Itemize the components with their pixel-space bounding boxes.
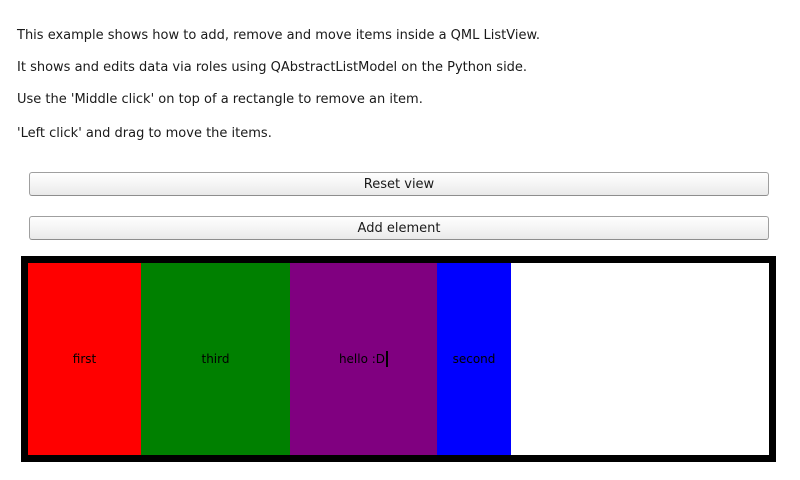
list-item-third[interactable]: third	[141, 263, 290, 455]
text-cursor	[386, 351, 389, 367]
instruction-line: This example shows how to add, remove an…	[17, 28, 541, 43]
list-item-hello-d[interactable]: hello :D	[290, 263, 437, 455]
listview[interactable]: first third hello :D second	[28, 263, 769, 455]
item-label[interactable]: first	[72, 352, 97, 366]
listview-frame: first third hello :D second	[21, 256, 776, 462]
instruction-line: It shows and edits data via roles using …	[17, 60, 528, 75]
item-label[interactable]: second	[452, 352, 496, 366]
item-label[interactable]: third	[201, 352, 230, 366]
add-element-button[interactable]: Add element	[29, 216, 769, 240]
list-item-second[interactable]: second	[437, 263, 511, 455]
instruction-line: Use the 'Middle click' on top of a recta…	[17, 92, 423, 107]
item-text-input[interactable]: hello :D	[338, 352, 386, 366]
instruction-line: 'Left click' and drag to move the items.	[17, 126, 272, 141]
reset-view-button[interactable]: Reset view	[29, 172, 769, 196]
list-item-first[interactable]: first	[28, 263, 141, 455]
